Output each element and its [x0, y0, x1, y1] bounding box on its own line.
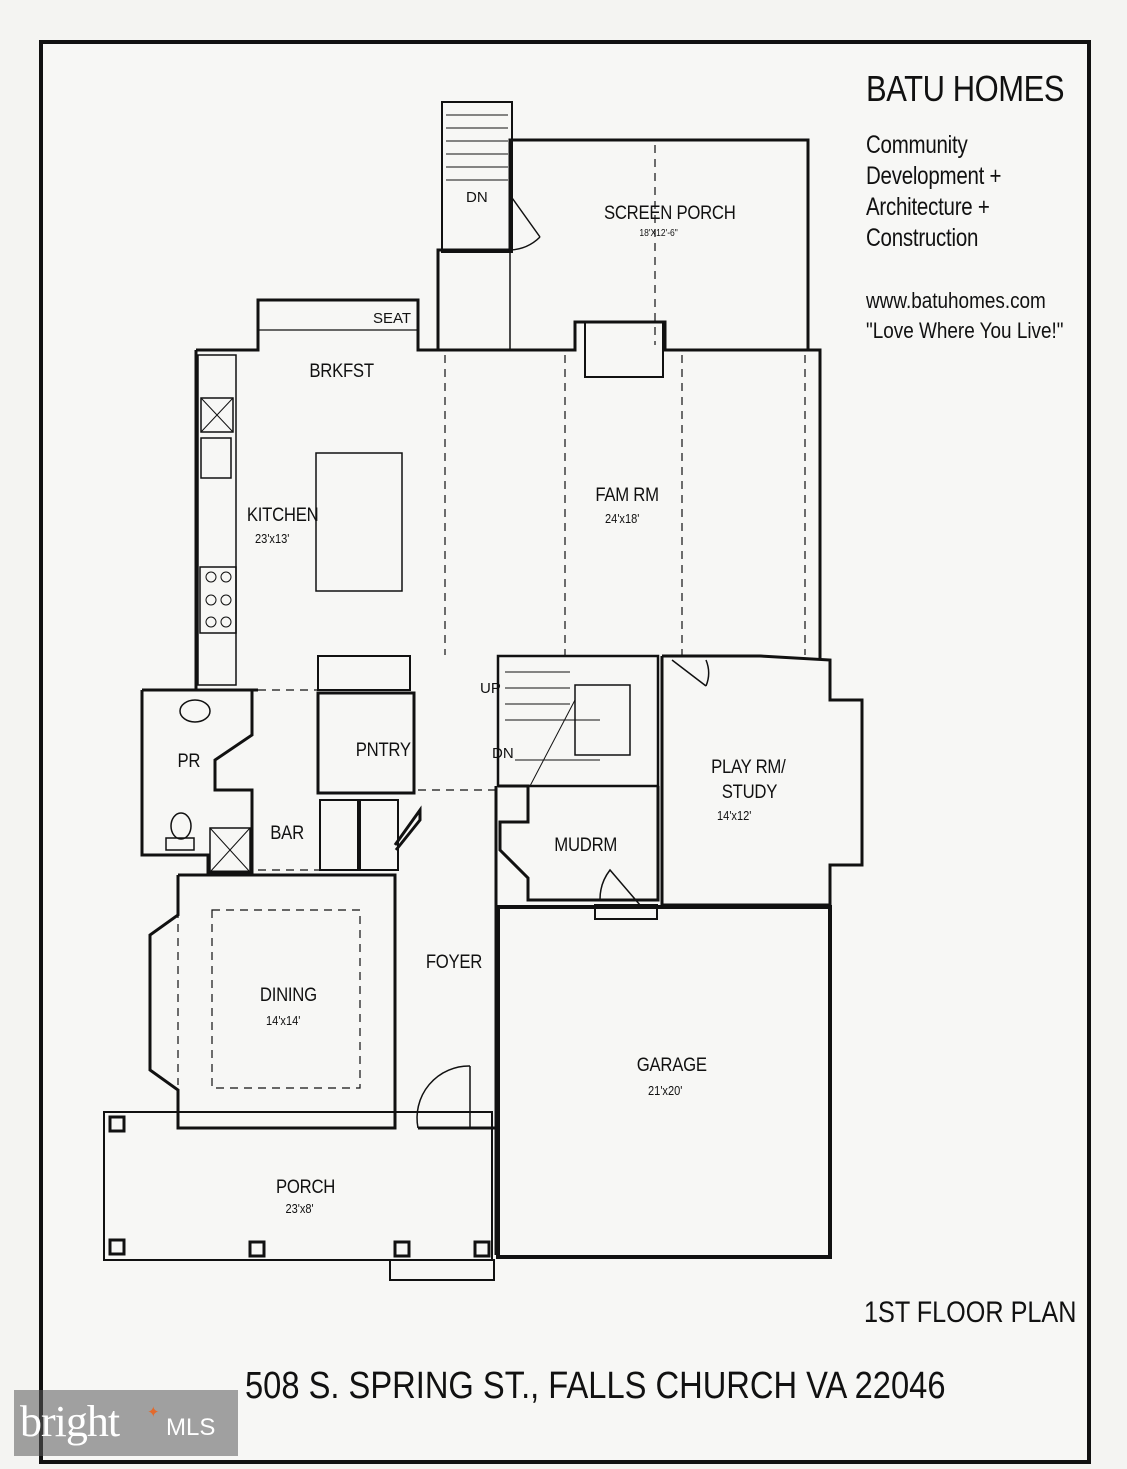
pantry-wall: [316, 691, 416, 795]
kitchen-label: KITCHEN: [246, 505, 319, 526]
seat-label: SEAT: [373, 310, 412, 327]
foyer-label: FOYER: [425, 952, 483, 973]
kitchen-dim: 23'x13': [255, 531, 290, 546]
powder-room-wall: [140, 688, 254, 874]
stair-dn-label: DN: [492, 745, 514, 762]
fridge: [200, 397, 234, 433]
garage-dim: 21'x20': [648, 1083, 683, 1098]
mudroom-wall: [498, 784, 660, 902]
range: [199, 566, 237, 634]
fam-rm-dim: 24'x18': [605, 511, 640, 526]
pantry-label: PNTRY: [355, 740, 411, 761]
breakfast-label: BRKFST: [309, 361, 374, 382]
mls-star-icon: ✦: [147, 1404, 160, 1421]
mls-bright-text: bright: [20, 1397, 120, 1446]
main-stair: [496, 654, 660, 788]
play-rm-label-2: STUDY: [721, 782, 778, 803]
screen-porch-dim: 18'X12'-6": [639, 228, 678, 239]
fam-rm-label: FAM RM: [595, 485, 659, 506]
floor-plan-title: 1ST FLOOR PLAN: [864, 1296, 1077, 1329]
brand-description: Community Development + Architecture + C…: [866, 130, 1002, 254]
play-rm-label-1: PLAY RM/: [711, 757, 786, 778]
breakfast-bay: [196, 298, 438, 352]
kitchen-island: [315, 452, 403, 592]
kitchen-counter: [197, 354, 237, 686]
fireplace: [584, 321, 664, 378]
pr-toilet: [170, 812, 192, 840]
dining-wall: [148, 873, 397, 1130]
brand-tagline: "Love Where You Live!": [866, 318, 1064, 343]
porch-label: PORCH: [276, 1177, 336, 1198]
foyer-wall: [393, 805, 422, 851]
brand-website: www.batuhomes.com: [866, 288, 1046, 313]
brand-line-2: Development +: [866, 162, 1002, 190]
property-address: 508 S. SPRING ST., FALLS CHURCH VA 22046: [245, 1365, 946, 1407]
front-door: [416, 1065, 471, 1129]
porch-stair-dn: DN: [466, 189, 488, 206]
mls-watermark: [14, 1390, 238, 1456]
brand-line-3: Architecture +: [866, 193, 990, 221]
porch-stairs: [441, 101, 513, 253]
play-rm-dim: 14'x12': [717, 808, 752, 823]
brand-line-4: Construction: [866, 224, 979, 252]
brand-contact: www.batuhomes.com "Love Where You Live!": [866, 286, 1064, 346]
brand-title: BATU HOMES: [866, 68, 1065, 109]
dining-dim: 14'x14': [266, 1013, 301, 1028]
garage-wall: [496, 905, 832, 1259]
garage-label: GARAGE: [636, 1055, 707, 1076]
stair-up-label: UP: [480, 680, 501, 697]
bar-label: BAR: [270, 823, 304, 844]
kitchen-sink: [200, 437, 232, 479]
sheet-border: [39, 40, 1091, 1464]
porch-dim: 23'x8': [285, 1201, 314, 1216]
dining-label: DINING: [259, 985, 317, 1006]
mls-suffix-text: MLS: [166, 1414, 216, 1441]
pr-sink: [179, 699, 211, 723]
powder-room-label: PR: [177, 751, 201, 772]
screen-porch-label: SCREEN PORCH: [603, 203, 736, 224]
mudroom-label: MUDRM: [554, 835, 618, 856]
brand-line-1: Community: [866, 131, 968, 159]
front-porch: [103, 1111, 493, 1261]
